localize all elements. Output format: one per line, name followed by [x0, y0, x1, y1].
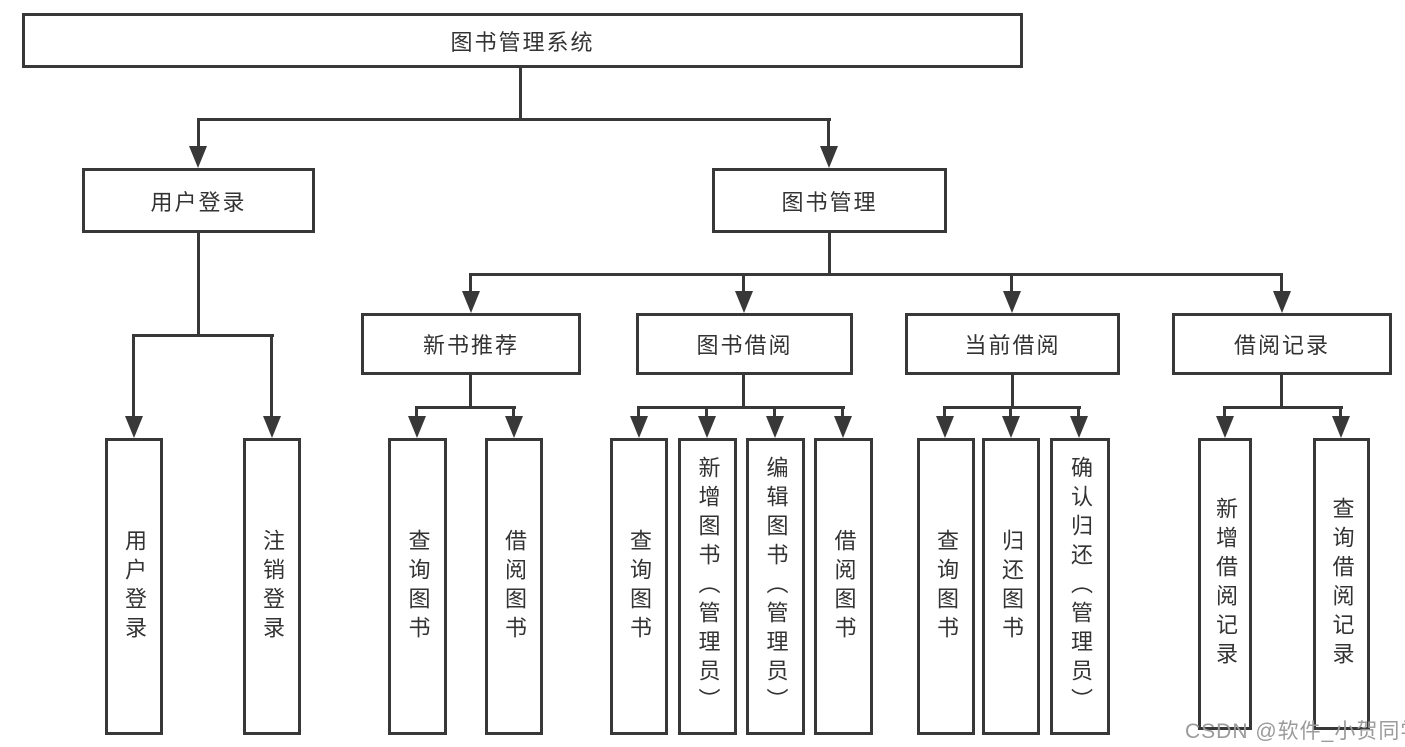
arrow-down-icon	[820, 146, 838, 168]
leaf-label: 借阅图书	[502, 528, 527, 645]
connector-line	[1223, 406, 1226, 418]
connector-line	[1280, 273, 1283, 291]
leaf-confirm-return-admin: 确认归还（管理员）	[1050, 438, 1110, 735]
leaf-query-borrow-record: 查询借阅记录	[1313, 438, 1370, 730]
arrow-down-icon	[125, 416, 143, 438]
arrow-down-icon	[936, 416, 954, 438]
arrow-down-icon	[1070, 416, 1088, 438]
node-label: 图书管理	[781, 189, 878, 215]
node-user-login: 用户登录	[82, 168, 315, 233]
node-library-system: 图书管理系统	[22, 13, 1023, 68]
connector-line	[1339, 406, 1342, 418]
arrow-down-icon	[735, 291, 753, 313]
connector-line	[1223, 406, 1343, 409]
leaf-label: 新增借阅记录	[1213, 497, 1238, 671]
connector-line	[841, 406, 844, 418]
leaf-label: 查询借阅记录	[1329, 497, 1355, 671]
leaf-borrow-books-recommend: 借阅图书	[485, 438, 543, 735]
leaf-label: 查询图书	[405, 528, 431, 645]
connector-line	[132, 334, 135, 416]
leaf-label: 新增图书（管理员）	[695, 456, 721, 717]
leaf-label: 用户登录	[122, 528, 147, 645]
connector-line	[197, 118, 831, 121]
leaf-label: 归还图书	[999, 528, 1024, 645]
leaf-label: 编辑图书（管理员）	[763, 456, 789, 717]
connector-line	[828, 233, 831, 273]
connector-line	[197, 233, 200, 337]
leaf-query-books-current: 查询图书	[917, 438, 975, 735]
arrow-down-icon	[1216, 416, 1234, 438]
leaf-label: 确认归还（管理员）	[1068, 456, 1093, 717]
arrow-down-icon	[263, 416, 281, 438]
node-book-borrowing: 图书借阅	[636, 313, 853, 375]
leaf-query-books-borrow: 查询图书	[610, 438, 668, 735]
connector-line	[943, 406, 1081, 409]
node-label: 用户登录	[150, 189, 247, 215]
leaf-query-books-recommend: 查询图书	[388, 438, 447, 735]
connector-line	[415, 406, 516, 409]
leaf-logout: 注销登录	[243, 438, 301, 735]
leaf-borrow-books: 借阅图书	[814, 438, 873, 735]
connector-line	[132, 334, 274, 337]
arrow-down-icon	[698, 416, 716, 438]
connector-line	[1280, 375, 1283, 409]
connector-line	[943, 406, 946, 418]
connector-line	[637, 406, 640, 418]
connector-line	[742, 375, 745, 409]
connector-line	[637, 406, 845, 409]
connector-line	[415, 406, 418, 418]
arrow-down-icon	[1003, 291, 1021, 313]
connector-line	[827, 118, 830, 148]
leaf-edit-books-admin: 编辑图书（管理员）	[746, 438, 805, 735]
connector-line	[1011, 375, 1014, 409]
arrow-down-icon	[408, 416, 426, 438]
connector-line	[1009, 406, 1012, 418]
connector-line	[1077, 406, 1080, 418]
arrow-down-icon	[1273, 291, 1291, 313]
connector-line	[1010, 273, 1013, 291]
connector-line	[773, 406, 776, 418]
node-label: 当前借阅	[964, 333, 1061, 358]
connector-line	[512, 406, 515, 418]
arrow-down-icon	[505, 416, 523, 438]
node-current-borrowing: 当前借阅	[905, 313, 1120, 375]
leaf-user-login: 用户登录	[105, 438, 163, 735]
csdn-watermark: CSDN @软件_小贺同学	[1185, 720, 1405, 743]
arrow-down-icon	[1332, 416, 1350, 438]
arrow-down-icon	[766, 416, 784, 438]
node-new-book-recommendation: 新书推荐	[361, 313, 581, 375]
connector-line	[469, 375, 472, 409]
connector-line	[270, 334, 273, 416]
connector-line	[519, 68, 522, 118]
leaf-return-books: 归还图书	[982, 438, 1040, 735]
node-label: 新书推荐	[422, 333, 519, 358]
connector-line	[742, 273, 745, 291]
node-book-management: 图书管理	[712, 168, 947, 233]
connector-line	[197, 118, 200, 148]
leaf-label: 查询图书	[627, 528, 652, 645]
connector-line	[705, 406, 708, 418]
arrow-down-icon	[834, 416, 852, 438]
arrow-down-icon	[189, 146, 207, 168]
leaf-label: 借阅图书	[831, 528, 857, 645]
arrow-down-icon	[630, 416, 648, 438]
leaf-add-books-admin: 新增图书（管理员）	[678, 438, 737, 735]
node-label: 图书借阅	[696, 333, 793, 358]
node-label: 图书管理系统	[450, 29, 595, 55]
connector-line	[470, 273, 1283, 276]
leaf-add-borrow-record: 新增借阅记录	[1198, 438, 1252, 730]
leaf-label: 查询图书	[934, 528, 959, 645]
leaf-label: 注销登录	[260, 528, 285, 645]
arrow-down-icon	[1002, 416, 1020, 438]
node-label: 借阅记录	[1233, 333, 1330, 358]
node-borrowing-records: 借阅记录	[1172, 313, 1392, 375]
arrow-down-icon	[462, 291, 480, 313]
connector-line	[469, 273, 472, 291]
